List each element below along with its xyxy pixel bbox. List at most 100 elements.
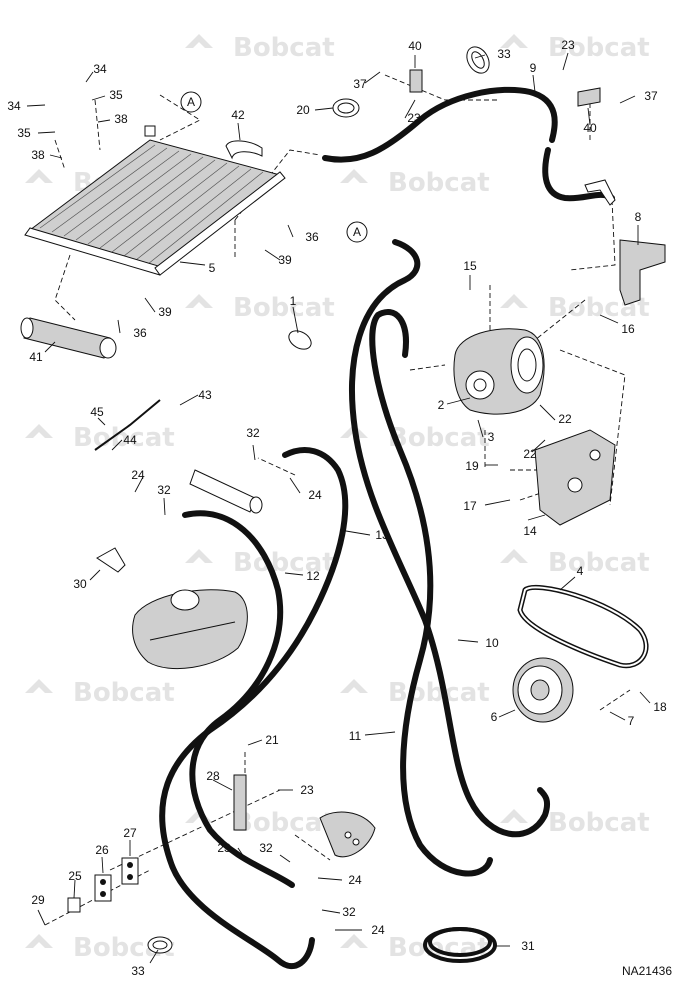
watermark-text: Bobcat <box>233 808 335 838</box>
clamp-33-bottom <box>147 936 173 954</box>
watermark: Bobcat <box>185 548 335 578</box>
callout-22: 22 <box>523 447 537 461</box>
callout-31: 31 <box>521 939 535 953</box>
drawing-code: NA21436 <box>622 964 672 978</box>
callout-25: 25 <box>68 869 82 883</box>
callout-layer: 1 2 3 4 5 6 7 8 9 10 11 12 13 14 15 16 1… <box>7 38 667 978</box>
callout-24: 24 <box>308 488 322 502</box>
callout-7: 7 <box>628 714 635 728</box>
callout-23: 23 <box>300 783 314 797</box>
fitting-30 <box>96 547 126 573</box>
switch-housing <box>319 811 376 858</box>
callout-42: 42 <box>231 108 245 122</box>
callout-36: 36 <box>133 326 147 340</box>
callout-11: 11 <box>349 729 362 743</box>
callout-39: 39 <box>158 305 172 319</box>
callout-40: 40 <box>583 121 597 135</box>
callout-27: 27 <box>123 826 137 840</box>
callout-32: 32 <box>246 426 260 440</box>
ac-compressor <box>453 328 545 415</box>
watermark: Bobcat <box>340 933 490 963</box>
callout-39: 39 <box>278 253 292 267</box>
watermark-text: Bobcat <box>73 678 175 708</box>
watermark-text: Bobcat <box>233 548 335 578</box>
callout-33: 33 <box>497 47 511 61</box>
callout-20: 20 <box>296 103 310 117</box>
callout-22: 22 <box>558 412 572 426</box>
callout-35: 35 <box>109 88 123 102</box>
callout-19: 19 <box>465 459 479 473</box>
clamp-1 <box>288 330 312 350</box>
clamp-33-top <box>466 46 490 74</box>
hose-10 <box>349 239 551 838</box>
callout-1: 1 <box>290 294 297 308</box>
drive-belt <box>517 584 649 669</box>
callout-24: 24 <box>371 923 385 937</box>
callout-23: 23 <box>217 841 231 855</box>
clip-27 <box>121 857 139 885</box>
callout-45: 45 <box>90 405 104 419</box>
bracket-28 <box>233 774 247 831</box>
callout-34: 34 <box>7 99 21 113</box>
reference-marker-a-top: A <box>180 91 202 113</box>
callout-43: 43 <box>198 388 212 402</box>
callout-8: 8 <box>635 210 642 224</box>
callout-41: 41 <box>29 350 43 364</box>
watermark: Bobcat <box>185 33 335 63</box>
watermark: Bobcat <box>500 33 650 63</box>
plate-25 <box>67 897 81 913</box>
callout-24: 24 <box>131 468 145 482</box>
reference-marker-label: A <box>187 95 195 109</box>
callout-34: 34 <box>93 62 107 76</box>
clip-26 <box>94 874 112 902</box>
fitting-42 <box>225 140 263 160</box>
callout-23: 23 <box>561 38 575 52</box>
hose-layer <box>159 86 615 970</box>
hose-11 <box>369 309 493 877</box>
condenser <box>24 125 286 276</box>
callout-10: 10 <box>485 636 499 650</box>
watermark-text: Bobcat <box>548 808 650 838</box>
bracket-8 <box>619 239 666 306</box>
watermark-text: Bobcat <box>548 548 650 578</box>
callout-2: 2 <box>438 398 445 412</box>
callout-3: 3 <box>488 430 495 444</box>
bracket-40-right <box>577 87 601 107</box>
reference-marker-a-mid: A <box>346 221 368 243</box>
callout-18: 18 <box>653 700 667 714</box>
watermark: Bobcat <box>500 548 650 578</box>
callout-36: 36 <box>305 230 319 244</box>
reference-marker-layer: A A <box>180 91 368 243</box>
callout-38: 38 <box>31 148 45 162</box>
watermark-text: Bobcat <box>388 423 490 453</box>
callout-37: 37 <box>644 89 658 103</box>
callout-35: 35 <box>17 126 31 140</box>
callout-21: 21 <box>265 733 279 747</box>
callout-32: 32 <box>342 905 356 919</box>
watermark-text: Bobcat <box>388 678 490 708</box>
callout-40: 40 <box>408 39 422 53</box>
callout-5: 5 <box>209 261 216 275</box>
watermark: Bobcat <box>340 168 490 198</box>
callout-12: 12 <box>306 569 320 583</box>
hose-12 <box>182 510 295 888</box>
callout-44: 44 <box>123 433 137 447</box>
watermark-text: Bobcat <box>548 33 650 63</box>
compressor-bracket <box>534 429 616 526</box>
watermark: Bobcat <box>25 423 175 453</box>
callout-28: 28 <box>206 769 220 783</box>
callout-9: 9 <box>530 61 537 75</box>
watermark: Bobcat <box>185 293 335 323</box>
hose-9 <box>322 86 558 163</box>
callout-29: 29 <box>31 893 45 907</box>
watermark: Bobcat <box>25 678 175 708</box>
callout-24: 24 <box>348 873 362 887</box>
callout-14: 14 <box>523 524 537 538</box>
watermark: Bobcat <box>340 678 490 708</box>
callout-6: 6 <box>491 710 498 724</box>
watermark: Bobcat <box>500 808 650 838</box>
callout-4: 4 <box>577 564 584 578</box>
leader-layer <box>26 52 651 964</box>
engine-block <box>132 589 248 670</box>
